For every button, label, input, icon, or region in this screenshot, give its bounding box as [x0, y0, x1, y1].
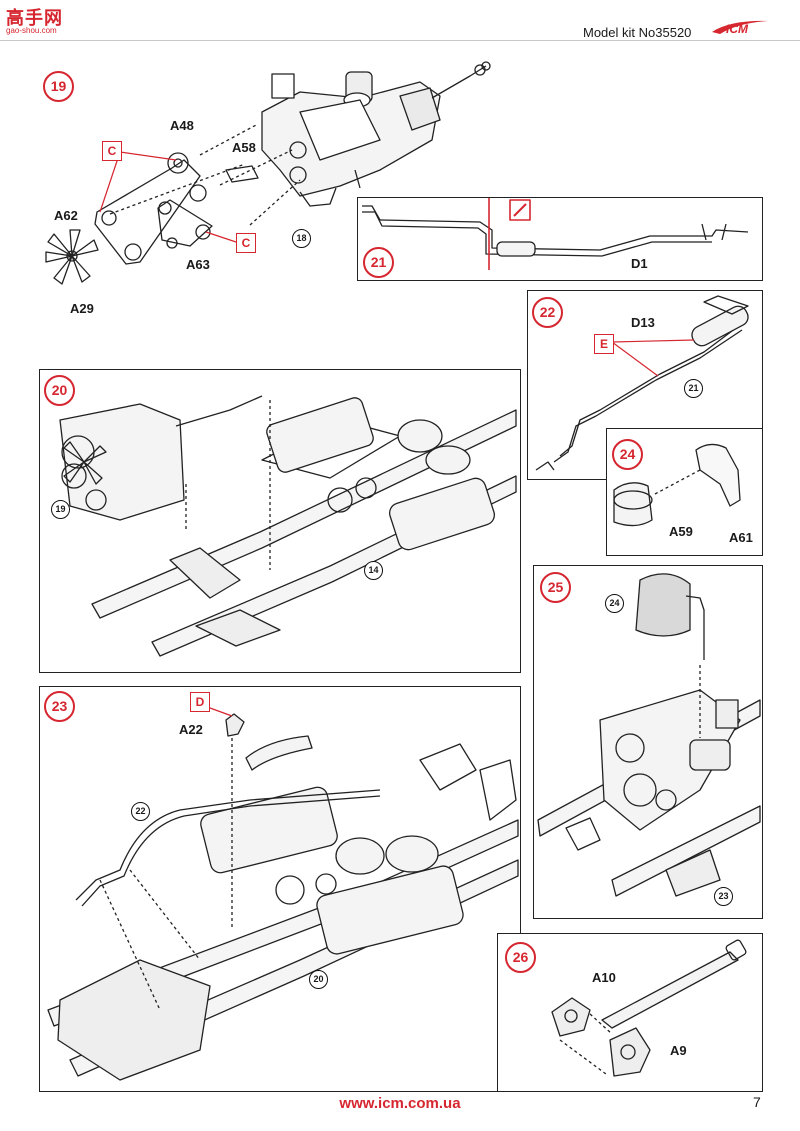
step-ref-18: 18 — [292, 229, 311, 248]
step-ref-20: 20 — [309, 970, 328, 989]
step-ref-24: 24 — [605, 594, 624, 613]
footer-url[interactable]: www.icm.com.ua — [339, 1095, 461, 1112]
step-26-number: 26 — [505, 942, 536, 973]
chassis-23 — [47, 713, 519, 1081]
belts-19 — [94, 152, 259, 265]
chassis-20 — [59, 395, 517, 657]
part-label-a48: A48 — [170, 118, 194, 133]
fan-a29 — [45, 229, 99, 285]
chassis-25 — [537, 573, 761, 897]
step-22-number: 22 — [532, 297, 563, 328]
step-ref-22: 22 — [131, 802, 150, 821]
glue-marker-e: E — [594, 334, 614, 354]
exhaust-d13-22 — [535, 295, 749, 471]
exhaust-pipe-d1 — [362, 198, 749, 270]
part-label-a9: A9 — [670, 1043, 687, 1058]
air-filter-24 — [613, 443, 741, 527]
step-ref-19: 19 — [51, 500, 70, 519]
part-label-a61: A61 — [729, 530, 753, 545]
step-25-number: 25 — [540, 572, 571, 603]
part-label-d1: D1 — [631, 256, 648, 271]
glue-marker-d: D — [190, 692, 210, 712]
engine-assembly-19 — [261, 61, 491, 207]
step-20-number: 20 — [44, 375, 75, 406]
step-23-number: 23 — [44, 691, 75, 722]
part-label-a59: A59 — [669, 524, 693, 539]
glue-marker-c: C — [236, 233, 256, 253]
model-kit-number: Model kit No35520 — [583, 25, 692, 40]
watermark: 高手网 — [6, 8, 63, 28]
panel-step-21 — [357, 197, 763, 281]
header-rule — [0, 40, 800, 41]
step-21-number: 21 — [363, 247, 394, 278]
icm-logo: ICM — [708, 18, 774, 40]
part-label-d13: D13 — [631, 315, 655, 330]
page-number: 7 — [753, 1094, 761, 1110]
part-label-a10: A10 — [592, 970, 616, 985]
part-label-a62: A62 — [54, 208, 78, 223]
glue-marker-c: C — [102, 141, 122, 161]
step-ref-21: 21 — [684, 379, 703, 398]
step-24-number: 24 — [612, 439, 643, 470]
step-ref-23: 23 — [714, 887, 733, 906]
svg-text:ICM: ICM — [726, 22, 749, 36]
step-ref-14: 14 — [364, 561, 383, 580]
driveshaft-26 — [551, 939, 747, 1077]
part-label-a22: A22 — [179, 722, 203, 737]
part-label-a63: A63 — [186, 257, 210, 272]
step-19-number: 19 — [43, 71, 74, 102]
watermark-sub: gao-shou.com — [6, 26, 57, 35]
part-label-a29: A29 — [70, 301, 94, 316]
part-label-a58: A58 — [232, 140, 256, 155]
